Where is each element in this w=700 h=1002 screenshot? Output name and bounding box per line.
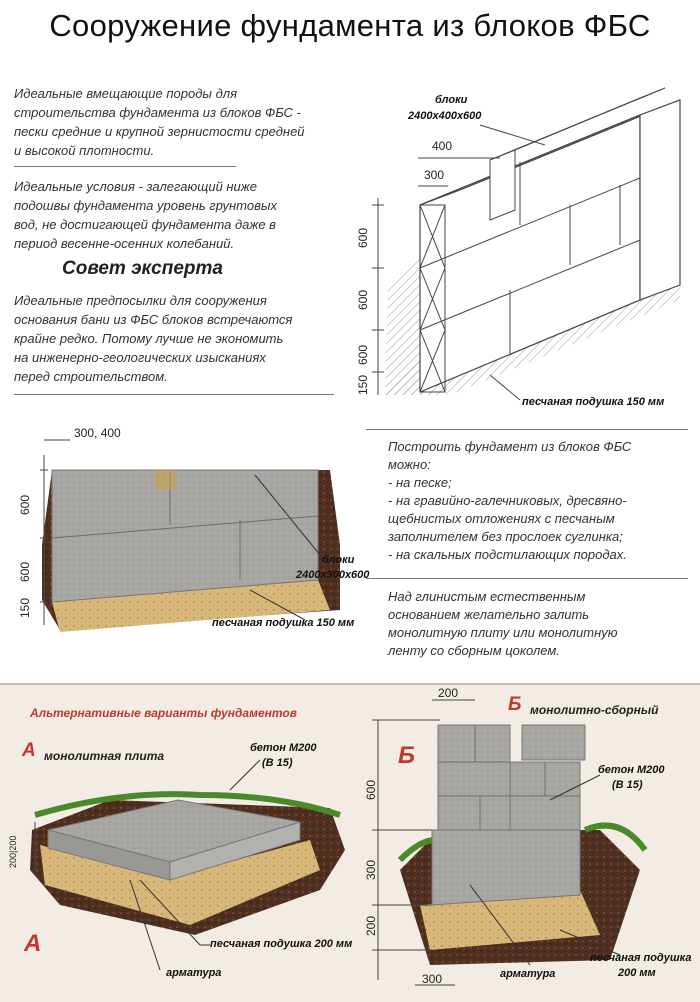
cushion-label-2: песчаная подушка 150 мм xyxy=(212,617,355,629)
text-line: Идеальные условия - залегающий ниже xyxy=(14,179,257,194)
dim-600-low: 600 xyxy=(356,344,370,365)
text-line: подошвы фундамента уровень грунтовых xyxy=(14,198,277,213)
expert-paragraph: Идеальные предпосылки для сооружения осн… xyxy=(14,291,292,386)
divider xyxy=(14,166,236,167)
variant-b-dim-300: 300 xyxy=(364,859,378,880)
dim-600-wall-bottom: 600 xyxy=(18,561,32,582)
text-line: - на песке; xyxy=(388,475,452,490)
variant-a-title: монолитная плита xyxy=(44,749,165,763)
cushion-label-1: песчаная подушка 150 мм xyxy=(522,396,665,408)
variant-b-strip xyxy=(372,699,648,986)
diagram-block-wall xyxy=(40,439,340,632)
text-line: пески средние и крупной зернистости сред… xyxy=(14,124,305,139)
dim-600-top: 600 xyxy=(356,227,370,248)
alternatives-title: Альтернативные варианты фундаментов xyxy=(30,706,297,720)
build-conditions: Построить фундамент из блоков ФБС можно:… xyxy=(388,438,631,564)
divider xyxy=(14,394,334,395)
variant-b-title: монолитно-сборный xyxy=(530,703,659,717)
text-line: вод, не достигающей фундамента даже в xyxy=(14,217,276,232)
text-line: Построить фундамент из блоков ФБС xyxy=(388,439,632,454)
dim-400: 400 xyxy=(432,139,453,153)
variant-a-cushion: песчаная подушка 200 мм xyxy=(210,938,353,950)
variant-b-dim-200: 200 xyxy=(364,915,378,936)
variant-b-concrete: бетон М200 xyxy=(598,764,665,776)
text-line: Над глинистым естественным xyxy=(388,589,586,604)
variant-b-letter: Б xyxy=(508,694,522,715)
dim-300: 300 xyxy=(424,168,445,182)
variant-b-rebar: арматура xyxy=(500,968,556,980)
text-line: на инженерно-геологических изысканиях xyxy=(14,350,266,365)
page-title: Сооружение фундамента из блоков ФБС xyxy=(49,8,651,43)
text-line: монолитную плиту или монолитную xyxy=(388,625,618,640)
clay-advice: Над глинистым естественным основанием же… xyxy=(388,588,618,660)
variant-b-big-letter: Б xyxy=(398,742,415,769)
text-line: можно: xyxy=(388,457,431,472)
variant-a-big-letter: А xyxy=(24,930,42,957)
dim-600-mid: 600 xyxy=(356,289,370,310)
text-line: Идеальные предпосылки для сооружения xyxy=(14,293,267,308)
text-line: и высокой плотности. xyxy=(14,143,155,158)
variant-b-dim-300-bottom: 300 xyxy=(422,972,443,986)
dim-150-wall: 150 xyxy=(18,597,32,618)
blocks-size-1: 2400х400х600 xyxy=(408,110,482,122)
dim-300-400: 300, 400 xyxy=(74,426,121,440)
variant-b-dim-200-top: 200 xyxy=(438,686,459,700)
text-line: перед строительством. xyxy=(14,369,168,384)
text-line: основанием желательно залить xyxy=(388,607,590,622)
variant-b-class: (В 15) xyxy=(612,779,643,791)
variant-a-concrete: бетон М200 xyxy=(250,742,317,754)
variant-b-cushion-1: песчаная подушка xyxy=(590,952,692,964)
blocks-label-1: блоки xyxy=(435,94,468,106)
dim-600-wall-top: 600 xyxy=(18,494,32,515)
variant-a-class: (В 15) xyxy=(262,757,293,769)
text-line: щебнистых отложениях с песчаным xyxy=(388,511,615,526)
variant-a-slab xyxy=(30,759,345,971)
text-line: - на гравийно-галечниковых, дресвяно- xyxy=(388,493,627,508)
expert-title: Совет эксперта xyxy=(62,258,223,279)
variant-b-dim-600: 600 xyxy=(364,779,378,800)
text-line: заполнителем без прослоек суглинка; xyxy=(388,529,623,544)
blocks-label-2: блоки xyxy=(322,554,355,566)
text-line: период весенне-осенних колебаний. xyxy=(14,236,235,251)
variant-a-letter: А xyxy=(22,740,36,761)
divider xyxy=(366,578,688,579)
variant-b-cushion-2: 200 мм xyxy=(618,967,656,979)
text-line: ленту со сборным цоколем. xyxy=(388,643,560,658)
variant-a-rebar: арматура xyxy=(166,967,222,979)
dim-150: 150 xyxy=(356,374,370,395)
text-line: Идеальные вмещающие породы для xyxy=(14,86,238,101)
intro-paragraph-1: Идеальные вмещающие породы для строитель… xyxy=(14,84,305,160)
text-line: строительства фундамента из блоков ФБС - xyxy=(14,105,301,120)
divider xyxy=(366,429,688,430)
diagram-line-drawing xyxy=(372,87,681,401)
text-line: - на скальных подстилающих породах. xyxy=(388,547,627,562)
intro-paragraph-2: Идеальные условия - залегающий ниже подо… xyxy=(14,177,277,253)
variant-a-dims: 200|200 xyxy=(8,835,18,868)
text-line: крайне редко. Потому лучше не экономить xyxy=(14,331,284,346)
text-line: основания бани из ФБС блоков встречаются xyxy=(14,312,293,327)
blocks-size-2: 2400х300х600 xyxy=(296,569,370,581)
